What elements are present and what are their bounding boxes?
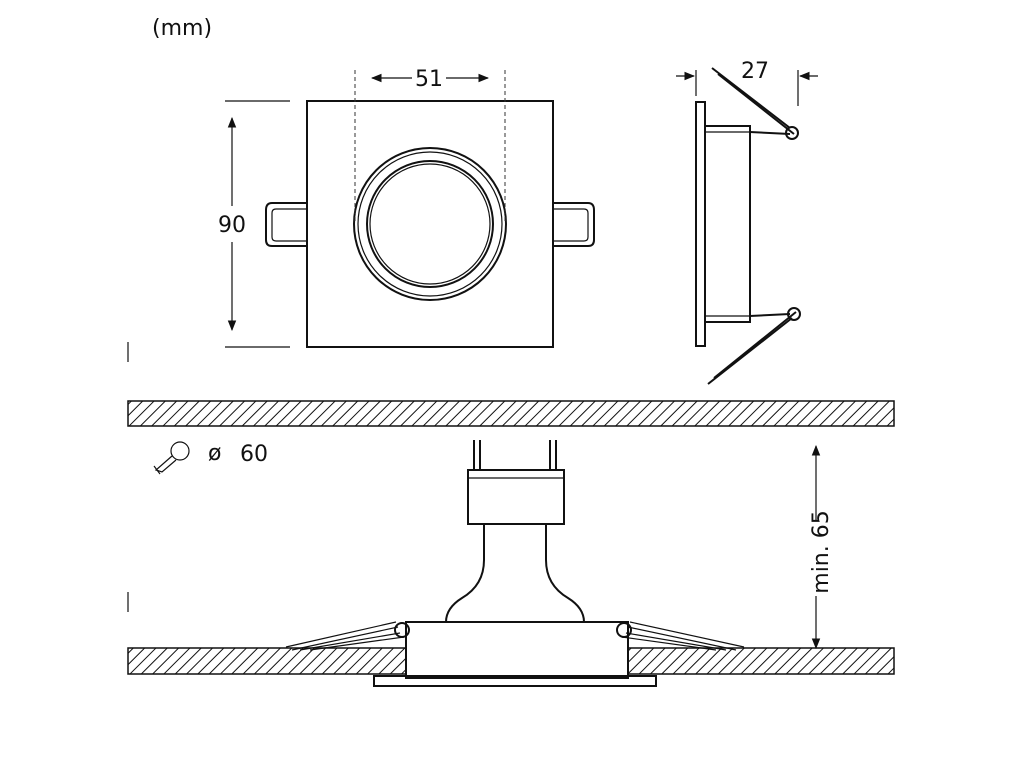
upper-ceiling-slab: [127, 400, 895, 427]
outer-ring: [353, 147, 507, 301]
lamp-housing: [405, 621, 629, 679]
diameter-symbol: ø: [208, 441, 221, 466]
side-view: 27: [676, 59, 818, 385]
installation-view: ø 60: [127, 400, 895, 687]
hole-saw-icon: [153, 441, 190, 475]
left-clip: [265, 202, 307, 247]
min-depth-label: min. 65: [809, 510, 834, 593]
left-spring: [285, 621, 410, 651]
side-housing: [704, 125, 751, 323]
bottom-spring: [707, 317, 793, 385]
side-bezel: [695, 101, 706, 347]
lamp-bulb: [444, 524, 586, 623]
unit-label: (mm): [152, 16, 212, 41]
lower-ceiling-left: [127, 647, 407, 675]
right-clip: [553, 202, 595, 247]
lamp-bezel: [373, 675, 657, 687]
front-view: 51 90: [218, 67, 595, 348]
depth-27-label: 27: [741, 59, 769, 84]
lower-ceiling-right: [627, 647, 895, 675]
height-90-label: 90: [218, 213, 246, 238]
top-spring: [711, 67, 791, 129]
right-spring: [616, 621, 745, 651]
front-square-frame: [306, 100, 554, 348]
width-51-label: 51: [415, 67, 443, 92]
inner-ring: [366, 160, 494, 288]
connector-block: [467, 469, 565, 525]
hole-diameter-label: 60: [240, 442, 268, 467]
